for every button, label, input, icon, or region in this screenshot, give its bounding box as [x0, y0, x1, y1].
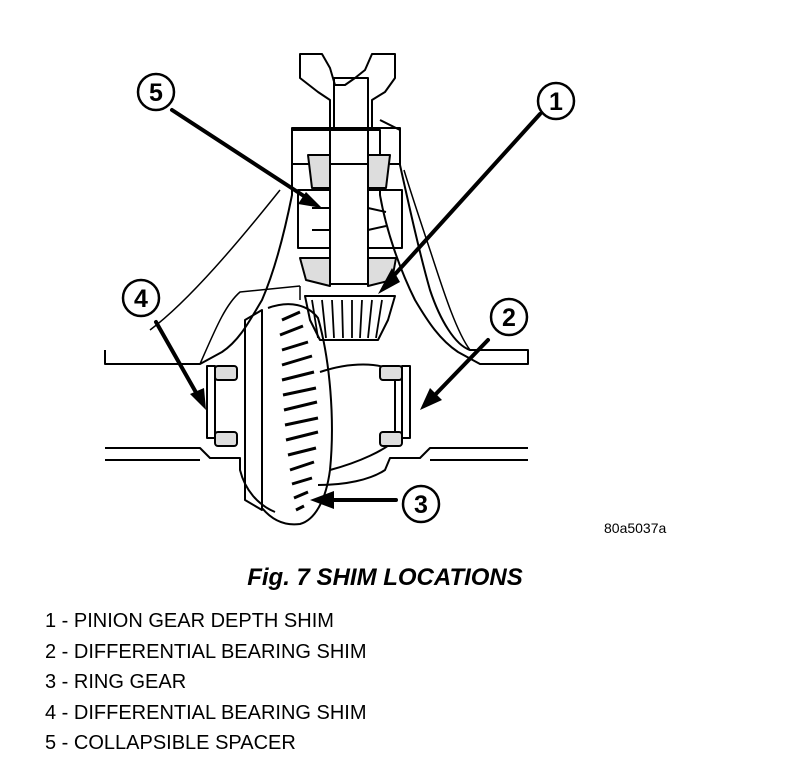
figure-caption: Fig. 7 SHIM LOCATIONS [0, 564, 800, 592]
arrow-4-head [190, 388, 206, 410]
callout-1-circle [536, 81, 576, 121]
callout-5-circle [136, 72, 176, 112]
arrow-1-head [378, 268, 400, 294]
arrow-5-head [298, 192, 322, 208]
callout-5-label: 5 [149, 79, 163, 107]
callout-3-circle [401, 484, 441, 524]
legend-item: 1 - PINION GEAR DEPTH SHIM [45, 610, 334, 632]
callout-arrows [154, 108, 542, 509]
differential-housing [104, 119, 529, 513]
arrow-1 [386, 112, 542, 284]
callout-2-label: 2 [502, 304, 516, 332]
callout-4-label: 4 [134, 285, 148, 313]
arrow-2-head [420, 388, 442, 410]
callout-3-label: 3 [414, 491, 428, 519]
legend-list: 1 - PINION GEAR DEPTH SHIM 2 - DIFFERENT… [45, 606, 367, 759]
differential-bearings [206, 365, 411, 447]
differential-case [319, 363, 396, 471]
legend-item: 3 - RING GEAR [45, 671, 187, 693]
legend-item: 5 - COLLAPSIBLE SPACER [45, 732, 296, 754]
arrow-2 [430, 338, 490, 400]
arrow-3-head [310, 491, 334, 509]
callout-markers: 1 2 3 4 5 [121, 72, 576, 524]
arrow-5 [170, 108, 312, 202]
callout-1-label: 1 [549, 88, 563, 116]
pinion-yoke [299, 53, 396, 129]
shim-locations-diagram: 1 2 3 4 5 [104, 53, 576, 526]
callout-2-circle [489, 297, 529, 337]
arrow-4 [154, 320, 200, 398]
callout-4-circle [121, 278, 161, 318]
figure-caption-text: Fig. 7 SHIM LOCATIONS [247, 564, 523, 591]
figure-id: 80a5037a [604, 520, 667, 536]
ring-gear [244, 303, 333, 526]
legend-item: 2 - DIFFERENTIAL BEARING SHIM [45, 640, 367, 663]
pinion-assembly [291, 127, 403, 341]
legend-item: 4 - DIFFERENTIAL BEARING SHIM [45, 701, 367, 724]
